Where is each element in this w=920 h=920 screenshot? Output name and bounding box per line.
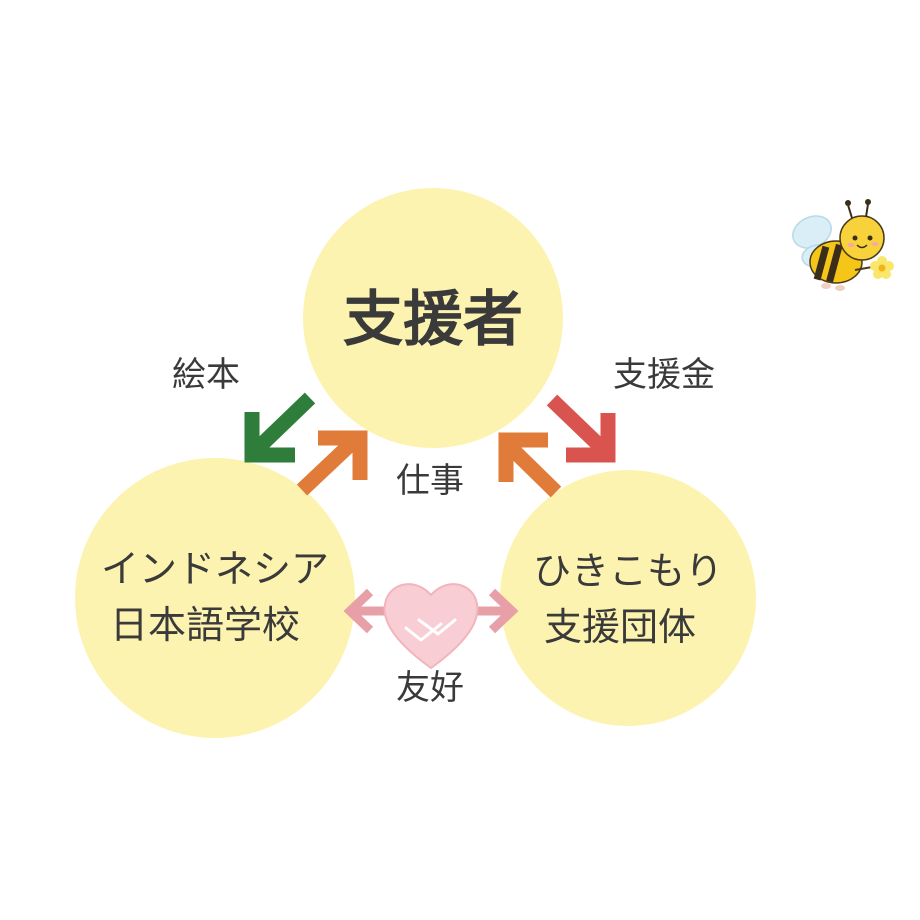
node-supporter: 支援者 [303, 188, 563, 448]
node-school-label-line1: インドネシア [101, 547, 329, 591]
node-group: ひきこもり 支援団体 [500, 470, 756, 726]
node-group-label-line1: ひきこもり [533, 549, 723, 593]
bee-mascot-icon [792, 199, 894, 291]
node-school: インドネシア 日本語学校 [75, 458, 355, 738]
edge-label-friendship: 友好 [396, 668, 464, 708]
heart-handshake-icon [383, 583, 479, 670]
arrow-support-money [546, 394, 616, 463]
node-group-circle [500, 470, 756, 726]
node-group-label-line2: 支援団体 [544, 605, 696, 649]
edge-label-picture-books: 絵本 [172, 355, 240, 395]
arrow-work-right [498, 432, 562, 498]
arrow-picture-books [244, 392, 316, 463]
node-supporter-label: 支援者 [343, 285, 523, 355]
edge-label-support-money: 支援金 [613, 355, 715, 395]
arrow-work-left [296, 430, 368, 496]
node-supporter-circle [303, 188, 563, 448]
node-school-circle [75, 458, 355, 738]
edge-label-work: 仕事 [396, 461, 464, 501]
node-school-label-line2: 日本語学校 [110, 603, 300, 647]
